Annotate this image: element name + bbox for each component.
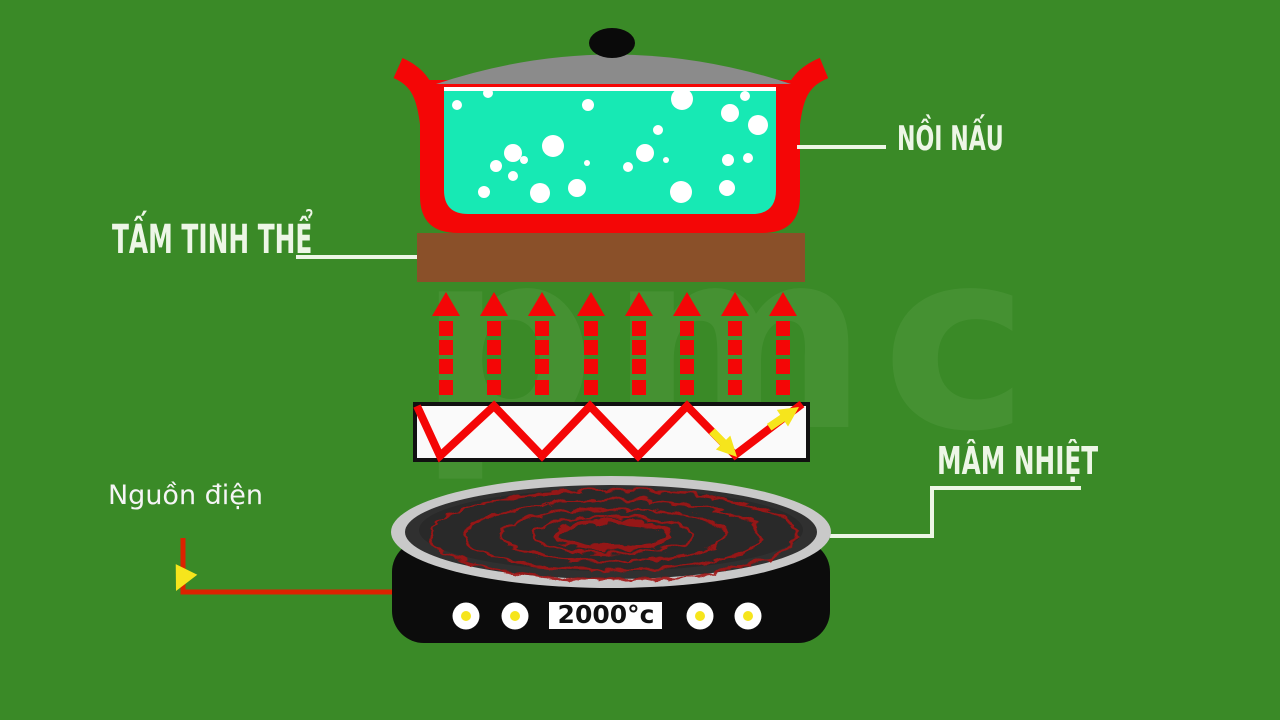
- bubble: [520, 156, 528, 164]
- heat-arrow-dash: [776, 321, 790, 336]
- bubble: [508, 171, 518, 181]
- heat-arrow-dash: [439, 321, 453, 336]
- coil-ring: [529, 513, 693, 553]
- heat-arrow-dash: [680, 380, 694, 395]
- power-source-box: Nguồn điện: [103, 452, 268, 538]
- heating-coil-rings: [426, 486, 796, 580]
- heat-arrow-head-icon: [625, 292, 653, 316]
- heat-arrow-dash: [535, 380, 549, 395]
- water-surface-line: [444, 87, 776, 91]
- coil-ring: [496, 505, 726, 561]
- bubble: [636, 144, 654, 162]
- pot-water: [444, 88, 776, 214]
- heating-plate-label-line: [830, 486, 1081, 538]
- heat-arrows: [432, 292, 797, 395]
- heat-arrow-dash: [487, 380, 501, 395]
- bubble: [740, 91, 750, 101]
- bubble: [671, 88, 693, 110]
- bubble: [478, 186, 490, 198]
- heat-arrow-dash: [776, 340, 790, 355]
- heat-arrow-head-icon: [769, 292, 797, 316]
- heat-arrow-dash: [632, 340, 646, 355]
- bubble: [748, 115, 768, 135]
- cooking-pot: [393, 28, 829, 233]
- heat-arrow-dash: [487, 321, 501, 336]
- pot-lid: [436, 54, 791, 84]
- heat-arrow-head-icon: [480, 292, 508, 316]
- temperature-display: [549, 602, 662, 629]
- coil-ring: [551, 517, 671, 549]
- coil-ring: [461, 496, 761, 570]
- pot-label: NỒI NẤU: [897, 119, 1004, 159]
- heat-arrow-dash: [680, 340, 694, 355]
- heating-plate-label: MÂM NHIỆT: [937, 439, 1099, 483]
- heat-arrow-dash: [487, 340, 501, 355]
- indicator-light-center: [695, 611, 705, 621]
- wire-arrow-icon: [175, 564, 198, 591]
- bubble: [483, 88, 493, 98]
- heat-arrow-dash: [728, 380, 742, 395]
- bubble: [452, 100, 462, 110]
- bubble: [490, 160, 502, 172]
- heat-arrow-head-icon: [721, 292, 749, 316]
- heat-arrow-dash: [535, 321, 549, 336]
- cooker-surface-inner: [419, 489, 803, 571]
- crystal-plate-label: TẤM TINH THỂ: [112, 217, 313, 263]
- power-wire: [180, 538, 394, 595]
- bubble: [670, 181, 692, 203]
- power-source-label: Nguồn điện: [107, 479, 264, 511]
- heat-arrow-dash: [776, 359, 790, 374]
- temperature-value: 2000°c: [558, 600, 655, 629]
- bubble: [568, 179, 586, 197]
- heat-arrow-dash: [584, 321, 598, 336]
- bubble: [582, 99, 594, 111]
- heat-arrow-head-icon: [528, 292, 556, 316]
- bubble: [530, 183, 550, 203]
- heat-arrow-dash: [584, 340, 598, 355]
- heat-arrow-dash: [584, 359, 598, 374]
- heat-arrow-dash: [439, 359, 453, 374]
- heat-arrow-dash: [439, 380, 453, 395]
- lid-knob: [589, 28, 635, 58]
- heat-arrow-dash: [776, 380, 790, 395]
- bubble: [653, 125, 663, 135]
- indicator-lights: [452, 602, 762, 630]
- induction-cooker: 2000°c: [391, 476, 831, 643]
- heat-arrow-dash: [728, 340, 742, 355]
- bubble: [743, 153, 753, 163]
- bubble: [584, 160, 590, 166]
- heat-arrow-dash: [584, 380, 598, 395]
- bubble: [542, 135, 564, 157]
- crystal-plate: [417, 233, 805, 282]
- heat-arrow-dash: [632, 321, 646, 336]
- heat-arrow-dash: [487, 359, 501, 374]
- heat-arrow-dash: [728, 321, 742, 336]
- heat-arrow-dash: [728, 359, 742, 374]
- heat-arrow-dash: [680, 321, 694, 336]
- indicator-light-center: [510, 611, 520, 621]
- heat-arrow-dash: [632, 380, 646, 395]
- heat-arrow-dash: [535, 340, 549, 355]
- ray-arrow-up-icon: [766, 407, 799, 431]
- heat-arrow-dash: [535, 359, 549, 374]
- boiling-bubbles: [452, 88, 768, 203]
- ray-arrow-down-icon: [709, 428, 737, 457]
- bubble: [623, 162, 633, 172]
- bubble: [722, 154, 734, 166]
- heat-arrow-dash: [680, 359, 694, 374]
- indicator-light-center: [743, 611, 753, 621]
- bubble: [663, 157, 669, 163]
- bubble: [504, 144, 522, 162]
- coil-ring: [426, 486, 796, 580]
- bubble: [719, 180, 735, 196]
- heat-arrow-head-icon: [673, 292, 701, 316]
- bubble: [721, 104, 739, 122]
- heat-arrow-dash: [439, 340, 453, 355]
- heat-arrow-dash: [632, 359, 646, 374]
- heat-arrow-head-icon: [432, 292, 460, 316]
- heat-arrow-head-icon: [577, 292, 605, 316]
- indicator-light-center: [461, 611, 471, 621]
